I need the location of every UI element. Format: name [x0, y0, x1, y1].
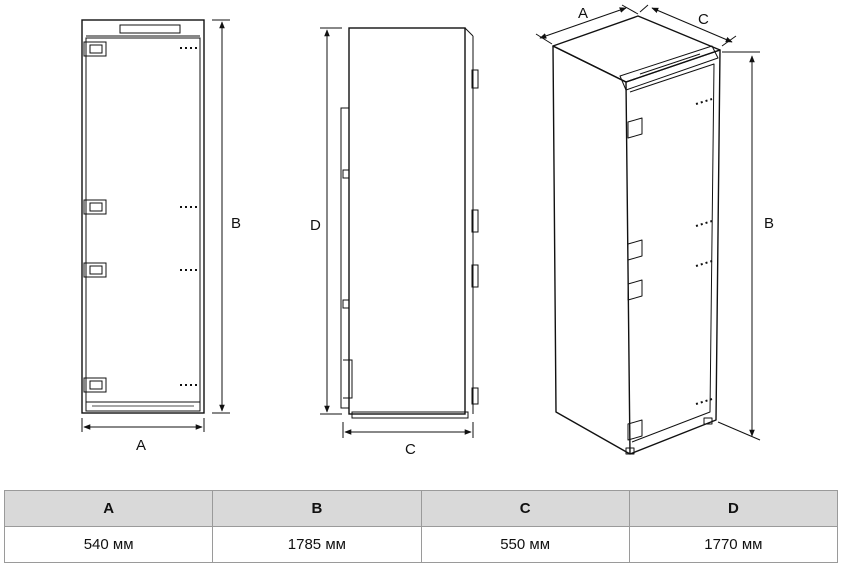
side-plinth	[351, 411, 469, 419]
front-body-outline	[81, 19, 205, 414]
side-door-edge	[340, 107, 350, 409]
iso-depth-label: C	[698, 11, 709, 28]
side-dimension-lines	[320, 27, 474, 438]
iso-dimension-lines	[535, 4, 761, 441]
hinge-icon	[83, 262, 107, 278]
front-bottom-plinth	[85, 401, 201, 412]
table-cell-d: 1770 мм	[628, 526, 839, 563]
iso-height-label: B	[764, 215, 774, 232]
hinge-icon	[627, 279, 643, 301]
side-view	[340, 27, 479, 419]
table-cell-c: 550 мм	[420, 526, 630, 563]
table-cell-b: 1785 мм	[212, 526, 422, 563]
hinge-icon	[627, 419, 643, 441]
side-depth-label: C	[405, 441, 416, 458]
iso-width-label: A	[578, 5, 588, 22]
dimension-drawing: B A D C	[81, 4, 774, 458]
hinge-icon	[83, 41, 107, 57]
table-header-d: D	[628, 490, 839, 527]
iso-door	[629, 63, 715, 443]
iso-front-face	[625, 49, 721, 455]
front-top-vent	[119, 24, 181, 34]
front-dimension-lines	[81, 19, 230, 432]
hinge-icon	[627, 117, 643, 139]
front-height-label: B	[231, 215, 241, 232]
hinge-icon	[627, 239, 643, 261]
hinge-icon	[83, 377, 107, 393]
side-height-label: D	[310, 217, 321, 234]
front-width-label: A	[136, 437, 146, 454]
table-row: 540 мм 1785 мм 550 мм 1770 мм	[3, 526, 839, 563]
dimensions-table: A B C D 540 мм 1785 мм 550 мм 1770 мм	[3, 490, 839, 563]
table-header-b: B	[212, 490, 422, 527]
table-header-a: A	[3, 490, 214, 527]
table-header-row: A B C D	[3, 490, 839, 527]
iso-left-side	[552, 45, 631, 455]
table-cell-a: 540 мм	[3, 526, 214, 563]
iso-control-panel	[619, 45, 719, 91]
front-view	[81, 19, 205, 414]
hinge-icon	[83, 199, 107, 215]
side-body-outline	[348, 27, 466, 415]
front-door-panel	[85, 37, 201, 403]
table-header-c: C	[420, 490, 630, 527]
iso-view	[552, 15, 721, 455]
